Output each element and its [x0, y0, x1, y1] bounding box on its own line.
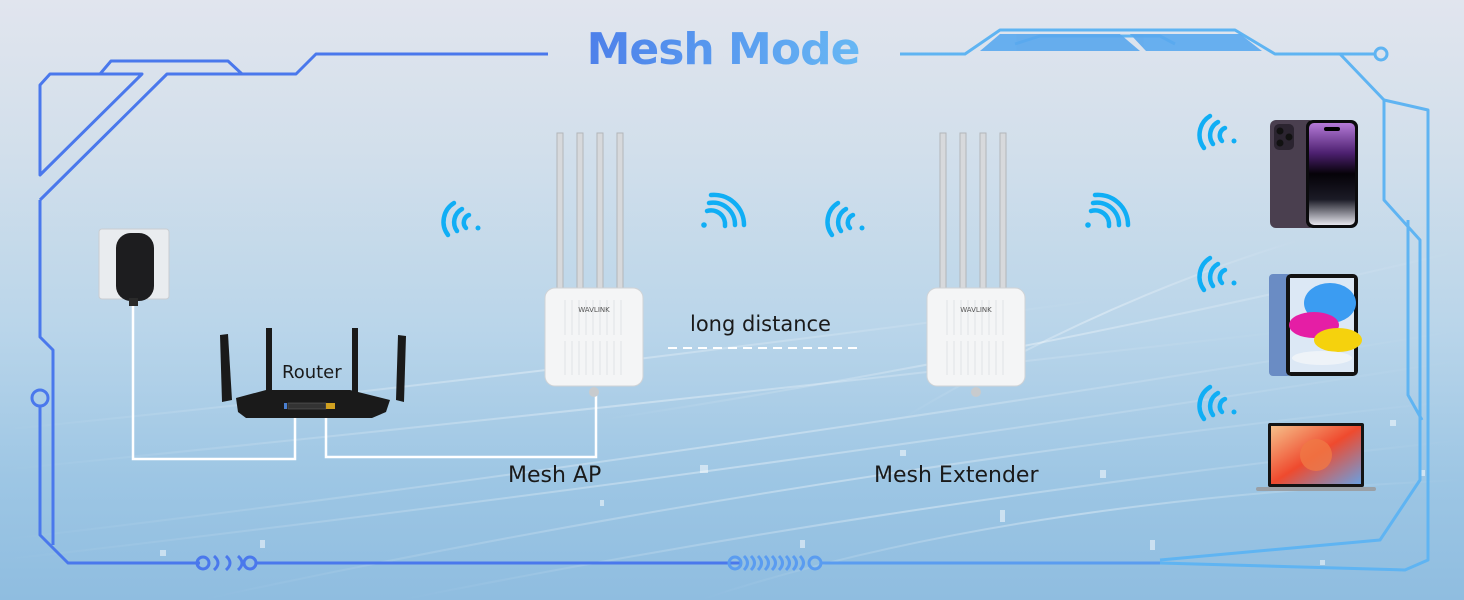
svg-text:WAVLINK: WAVLINK	[578, 306, 610, 314]
smartphone-icon	[1270, 120, 1358, 228]
router-label: Router	[282, 362, 342, 383]
mesh-ap-label: Mesh AP	[508, 463, 602, 488]
tablet-icon	[1269, 274, 1362, 376]
long-distance-label: long distance	[690, 312, 831, 336]
mesh-extender-label: Mesh Extender	[874, 463, 1039, 488]
laptop-icon	[1256, 423, 1376, 491]
diagram-title: Mesh Mode	[548, 20, 898, 80]
svg-text:WAVLINK: WAVLINK	[960, 306, 992, 314]
